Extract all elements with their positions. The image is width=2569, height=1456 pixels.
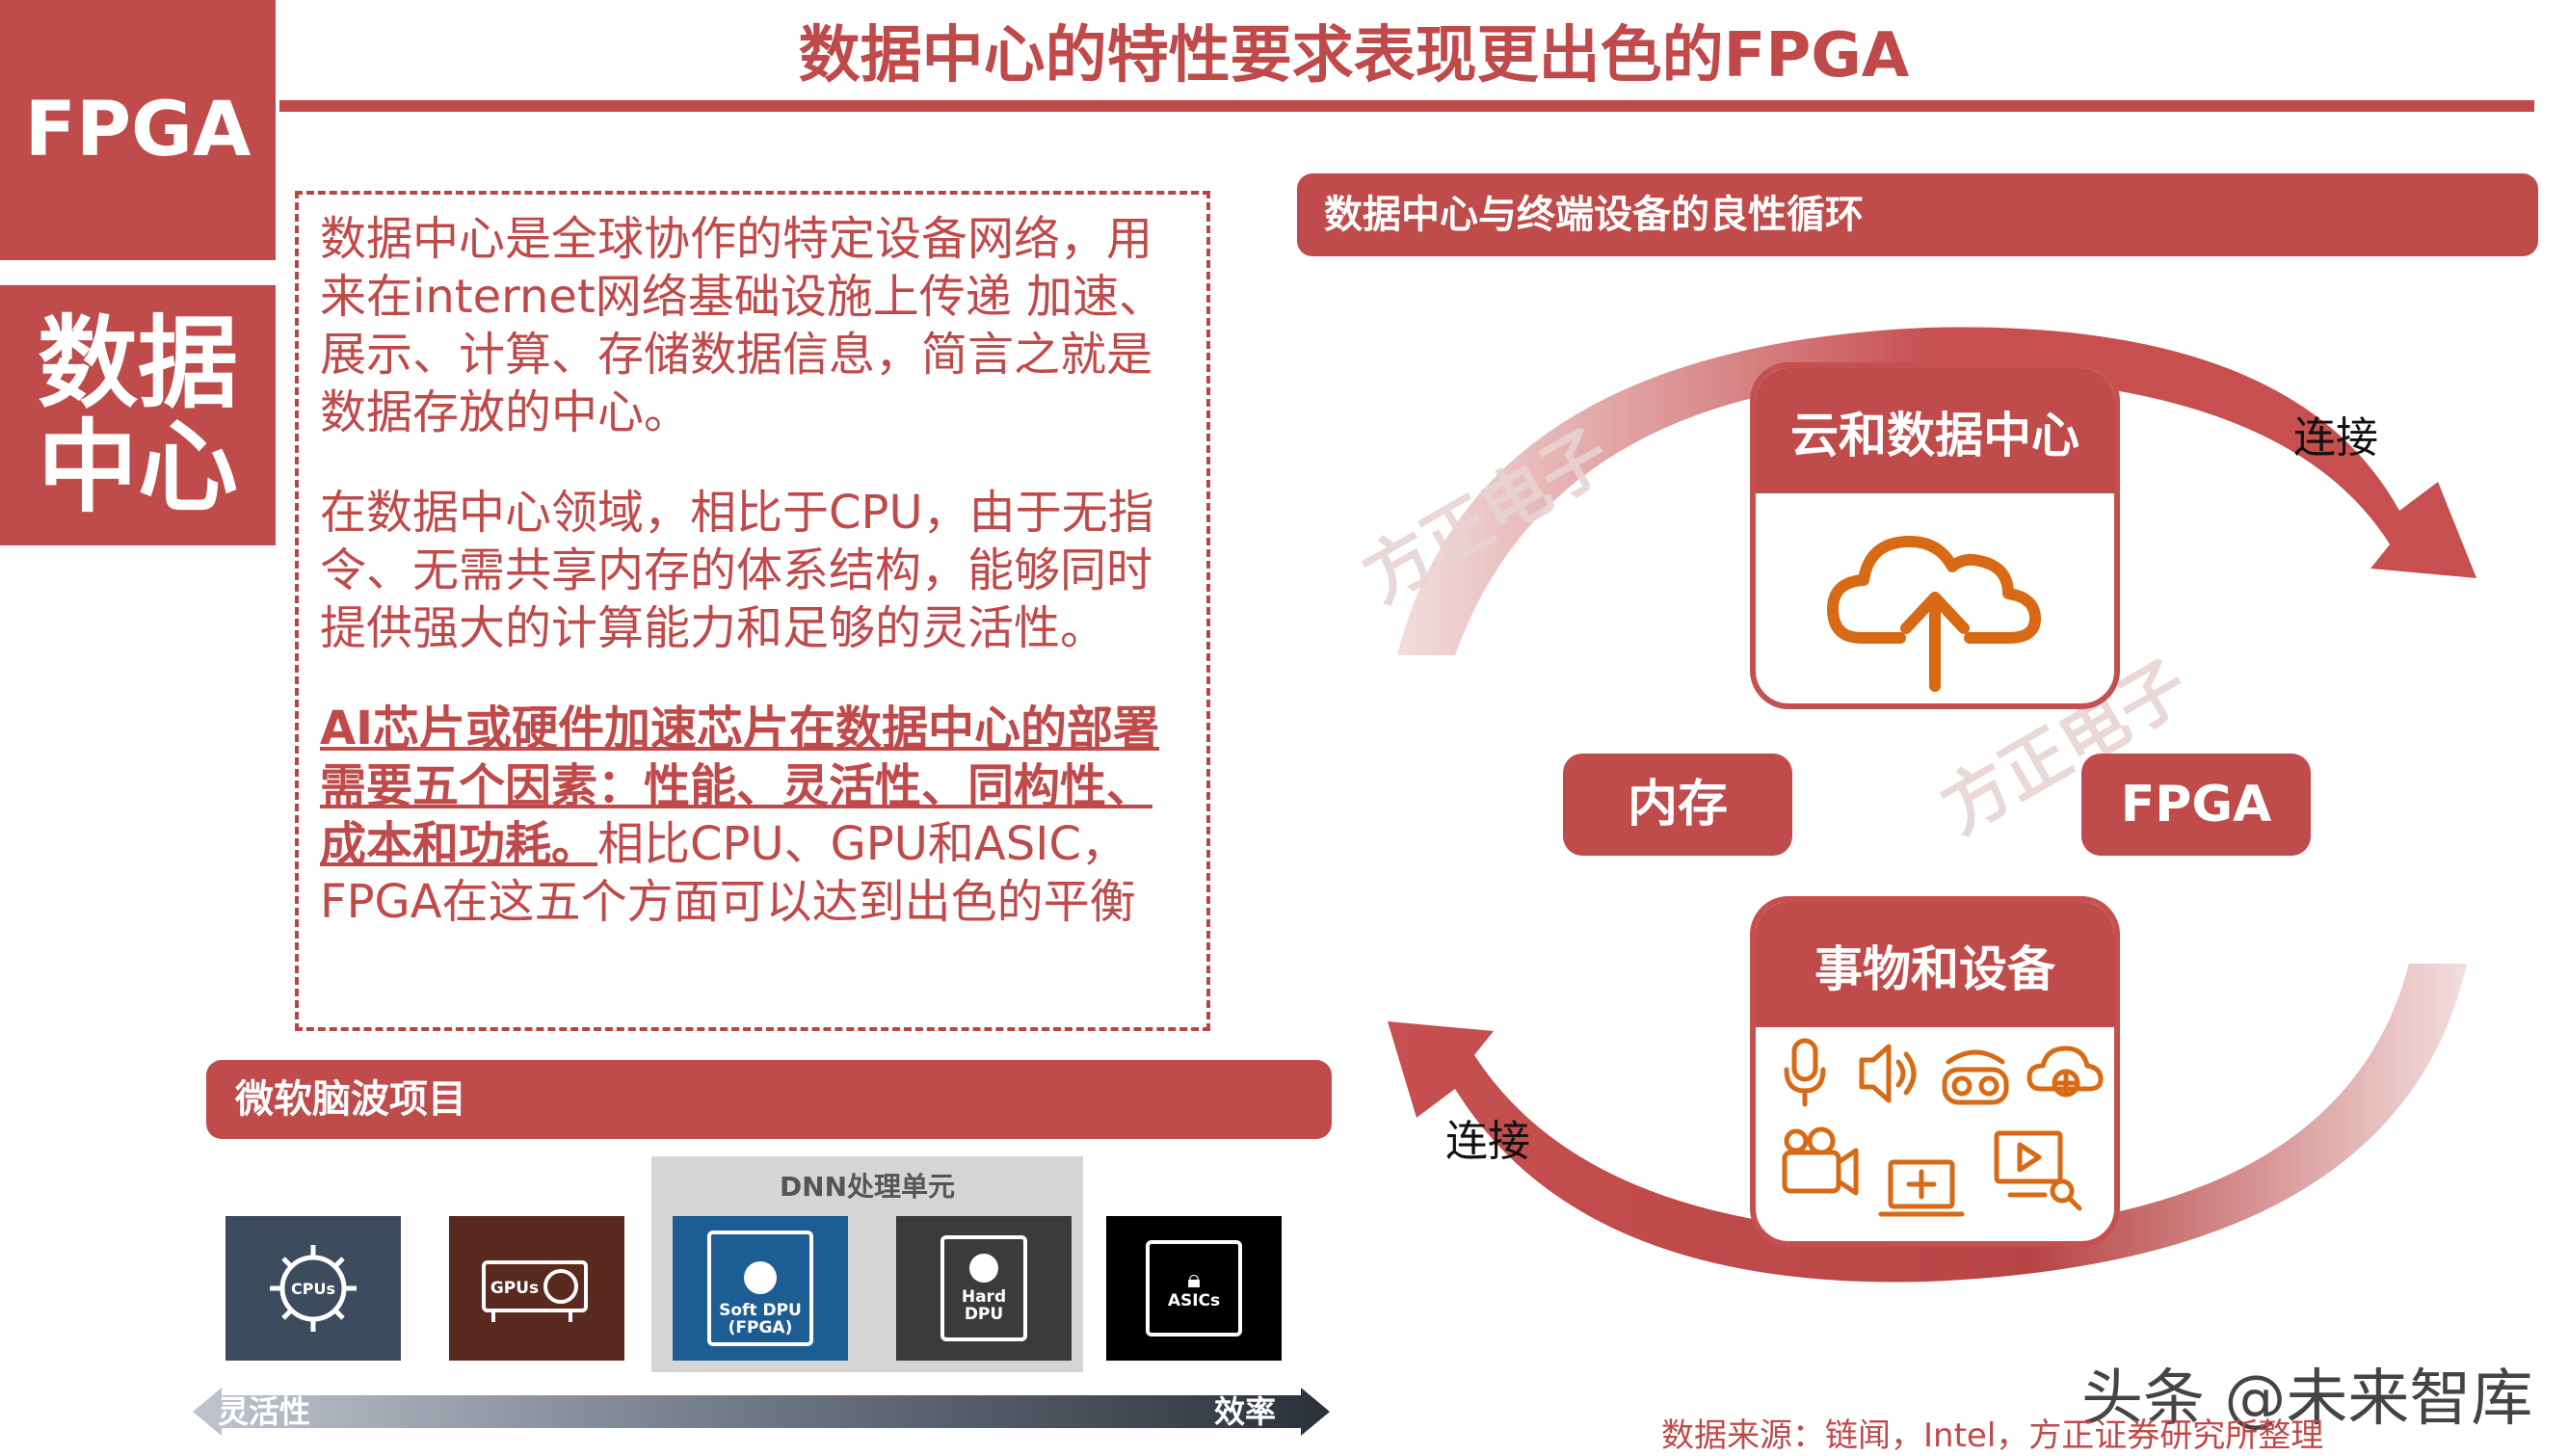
device-icons xyxy=(1782,1038,2104,1217)
corner-watermark: 头条 @未来智库 xyxy=(2081,1363,2533,1435)
asic-chip-icon: 🔒︎ ASICs xyxy=(1146,1240,1242,1337)
dnn-group-label: DNN处理单元 xyxy=(779,1171,956,1203)
vr-headset-icon xyxy=(1942,1049,2009,1105)
cloud-globe-icon xyxy=(2026,1046,2104,1098)
flexibility-efficiency-axis xyxy=(193,1388,1330,1436)
chip-gpus: GPUs xyxy=(449,1216,624,1361)
speaker-icon xyxy=(1859,1044,1917,1103)
iot-devices-card: 事物和设备 xyxy=(1750,896,2120,1247)
lock-icon: 🔒︎ xyxy=(1187,1265,1201,1294)
chip-label-hard-dpu: Hard DPU xyxy=(961,1287,1007,1324)
cycle-arrows xyxy=(1388,327,2476,1283)
chip-hard-dpu: Hard DPU xyxy=(896,1216,1072,1361)
chip-asics: 🔒︎ ASICs xyxy=(1106,1216,1282,1361)
paragraph-3-highlight: AI芯片或硬件加速芯片在数据中心的部署需要五个因素：性能、灵活性、同构性、成本和… xyxy=(320,702,1160,871)
paragraph-3-rest: 相比CPU、GPU和ASIC，FPGA在这五个方面可以达到出色的平衡 xyxy=(320,817,1136,929)
cpu-chip-icon: CPUs xyxy=(270,1245,357,1332)
connect-label-top: 连接 xyxy=(2293,413,2378,463)
bottom-arc xyxy=(1388,964,2467,1283)
brain-icon xyxy=(969,1254,998,1283)
connect-label-bottom: 连接 xyxy=(1445,1117,1530,1166)
video-monitor-icon xyxy=(1994,1130,2082,1211)
chip-label-asics: ASICs xyxy=(1167,1291,1221,1310)
chip-cpus: CPUs xyxy=(225,1216,401,1361)
microphone-icon xyxy=(1784,1038,1826,1107)
brain-gear-icon xyxy=(744,1261,777,1294)
chip-label-soft-dpu: Soft DPU (FPGA) xyxy=(719,1301,802,1337)
side-tab-data-center: 数据 中心 xyxy=(0,285,276,545)
side-tab-dc-line2: 中心 xyxy=(37,409,238,526)
description-box: 数据中心是全球协作的特定设备网络，用来在internet网络基础设施上传递 加速… xyxy=(295,191,1210,1031)
cloud-datacenter-card: 云和数据中心 xyxy=(1750,362,2120,709)
side-tab-fpga: FPGA xyxy=(0,0,276,260)
fpga-node: FPGA xyxy=(2081,754,2311,856)
axis-right-label: 效率 xyxy=(1214,1393,1277,1430)
chip-label-cpus: CPUs xyxy=(291,1280,335,1298)
paragraph-1: 数据中心是全球协作的特定设备网络，用来在internet网络基础设施上传递 加速… xyxy=(320,212,1166,439)
side-tab-dc-line1: 数据 xyxy=(37,304,238,422)
paragraph-3: AI芯片或硬件加速芯片在数据中心的部署需要五个因素：性能、灵活性、同构性、成本和… xyxy=(320,700,1187,931)
source-note: 数据来源：链闻，Intel，方正证券研究所整理 xyxy=(1661,1416,2324,1455)
axis-left-label: 灵活性 xyxy=(218,1393,311,1430)
camcorder-icon xyxy=(1782,1126,1859,1196)
top-arc xyxy=(1397,327,2476,655)
title-rule xyxy=(279,100,2534,112)
cloud-card-title: 云和数据中心 xyxy=(1756,368,2114,493)
page-title: 数据中心的特性要求表现更出色的FPGA xyxy=(798,20,1910,92)
brainwave-header: 微软脑波项目 xyxy=(206,1060,1332,1139)
chip-soft-dpu: Soft DPU (FPGA) xyxy=(673,1216,848,1361)
hard-dpu-chip-icon: Hard DPU xyxy=(940,1235,1027,1341)
cloud-upload-icon xyxy=(1827,536,2041,692)
chip-label-gpus: GPUs xyxy=(490,1279,539,1298)
cycle-panel-header: 数据中心与终端设备的良性循环 xyxy=(1297,173,2538,256)
gpu-card-icon: GPUs xyxy=(482,1260,588,1322)
paragraph-2: 在数据中心领域，相比于CPU，由于无指令、无需共享内存的体系结构，能够同时提供强… xyxy=(320,486,1154,655)
memory-node: 内存 xyxy=(1563,754,1792,856)
iot-card-title: 事物和设备 xyxy=(1756,902,2114,1027)
medical-laptop-icon xyxy=(1878,1159,1965,1217)
soft-dpu-chip-icon: Soft DPU (FPGA) xyxy=(707,1231,813,1346)
